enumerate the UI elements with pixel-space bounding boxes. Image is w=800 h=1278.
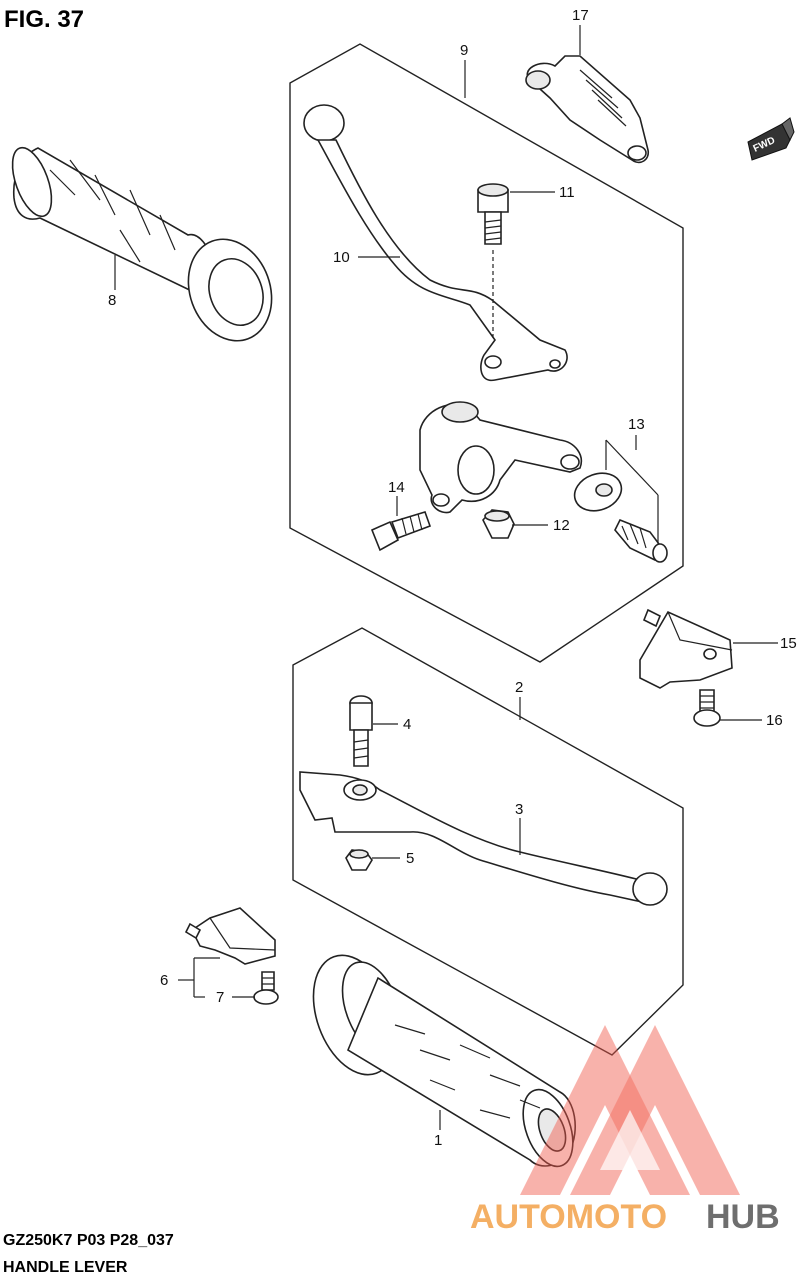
callout-12: 12	[553, 517, 570, 534]
figure-name: HANDLE LEVER	[3, 1259, 128, 1276]
callout-labels: 1 2 3 4 5 6 7 8 9 10 11 12 13 14 15 16 1…	[108, 7, 797, 1149]
automotohub-logo: AUTOMOTO HUB	[470, 1025, 780, 1236]
lock-nut	[482, 509, 515, 539]
switch-screw	[693, 689, 721, 727]
clutch-lever	[303, 104, 568, 382]
callout-10: 10	[333, 249, 350, 266]
holder-bolt	[370, 511, 432, 552]
callout-2: 2	[515, 679, 523, 696]
leader-lines	[114, 25, 778, 1130]
clutch-lever-holder	[419, 401, 582, 514]
callout-13: 13	[628, 416, 645, 433]
clutch-switch	[525, 55, 650, 164]
figure-title: FIG. 37	[4, 6, 84, 33]
callout-5: 5	[406, 850, 414, 867]
throttle-grip	[312, 954, 576, 1168]
callout-7: 7	[216, 989, 224, 1006]
callout-1: 1	[434, 1132, 442, 1149]
rear-switch-screw	[253, 971, 279, 1005]
cable-adjuster	[573, 472, 668, 563]
callout-11: 11	[559, 184, 575, 201]
figure-code: GZ250K7 P03 P28_037	[3, 1232, 174, 1249]
logo-text-automoto: AUTOMOTO	[470, 1198, 667, 1236]
fwd-arrow-icon: FWD	[747, 117, 795, 161]
callout-9: 9	[460, 42, 468, 59]
brake-lever	[299, 771, 668, 906]
callout-4: 4	[403, 716, 411, 733]
callout-17: 17	[572, 7, 589, 24]
callout-6: 6	[160, 972, 168, 989]
clutch-lever-assembly-frame	[289, 43, 684, 663]
left-grip	[11, 146, 273, 342]
callout-3: 3	[515, 801, 523, 818]
callout-8: 8	[108, 292, 116, 309]
callout-16: 16	[766, 712, 783, 729]
logo-text-hub: HUB	[706, 1198, 780, 1236]
brake-lever-nut	[345, 849, 373, 871]
lever-pivot-bolt	[477, 183, 509, 340]
brake-lever-pivot-bolt	[349, 695, 373, 767]
callout-14: 14	[388, 479, 405, 496]
callout-15: 15	[780, 635, 797, 652]
front-brake-switch	[639, 608, 733, 689]
brake-lever-assembly-frame	[292, 627, 684, 1056]
rear-brake-switch	[184, 907, 276, 965]
